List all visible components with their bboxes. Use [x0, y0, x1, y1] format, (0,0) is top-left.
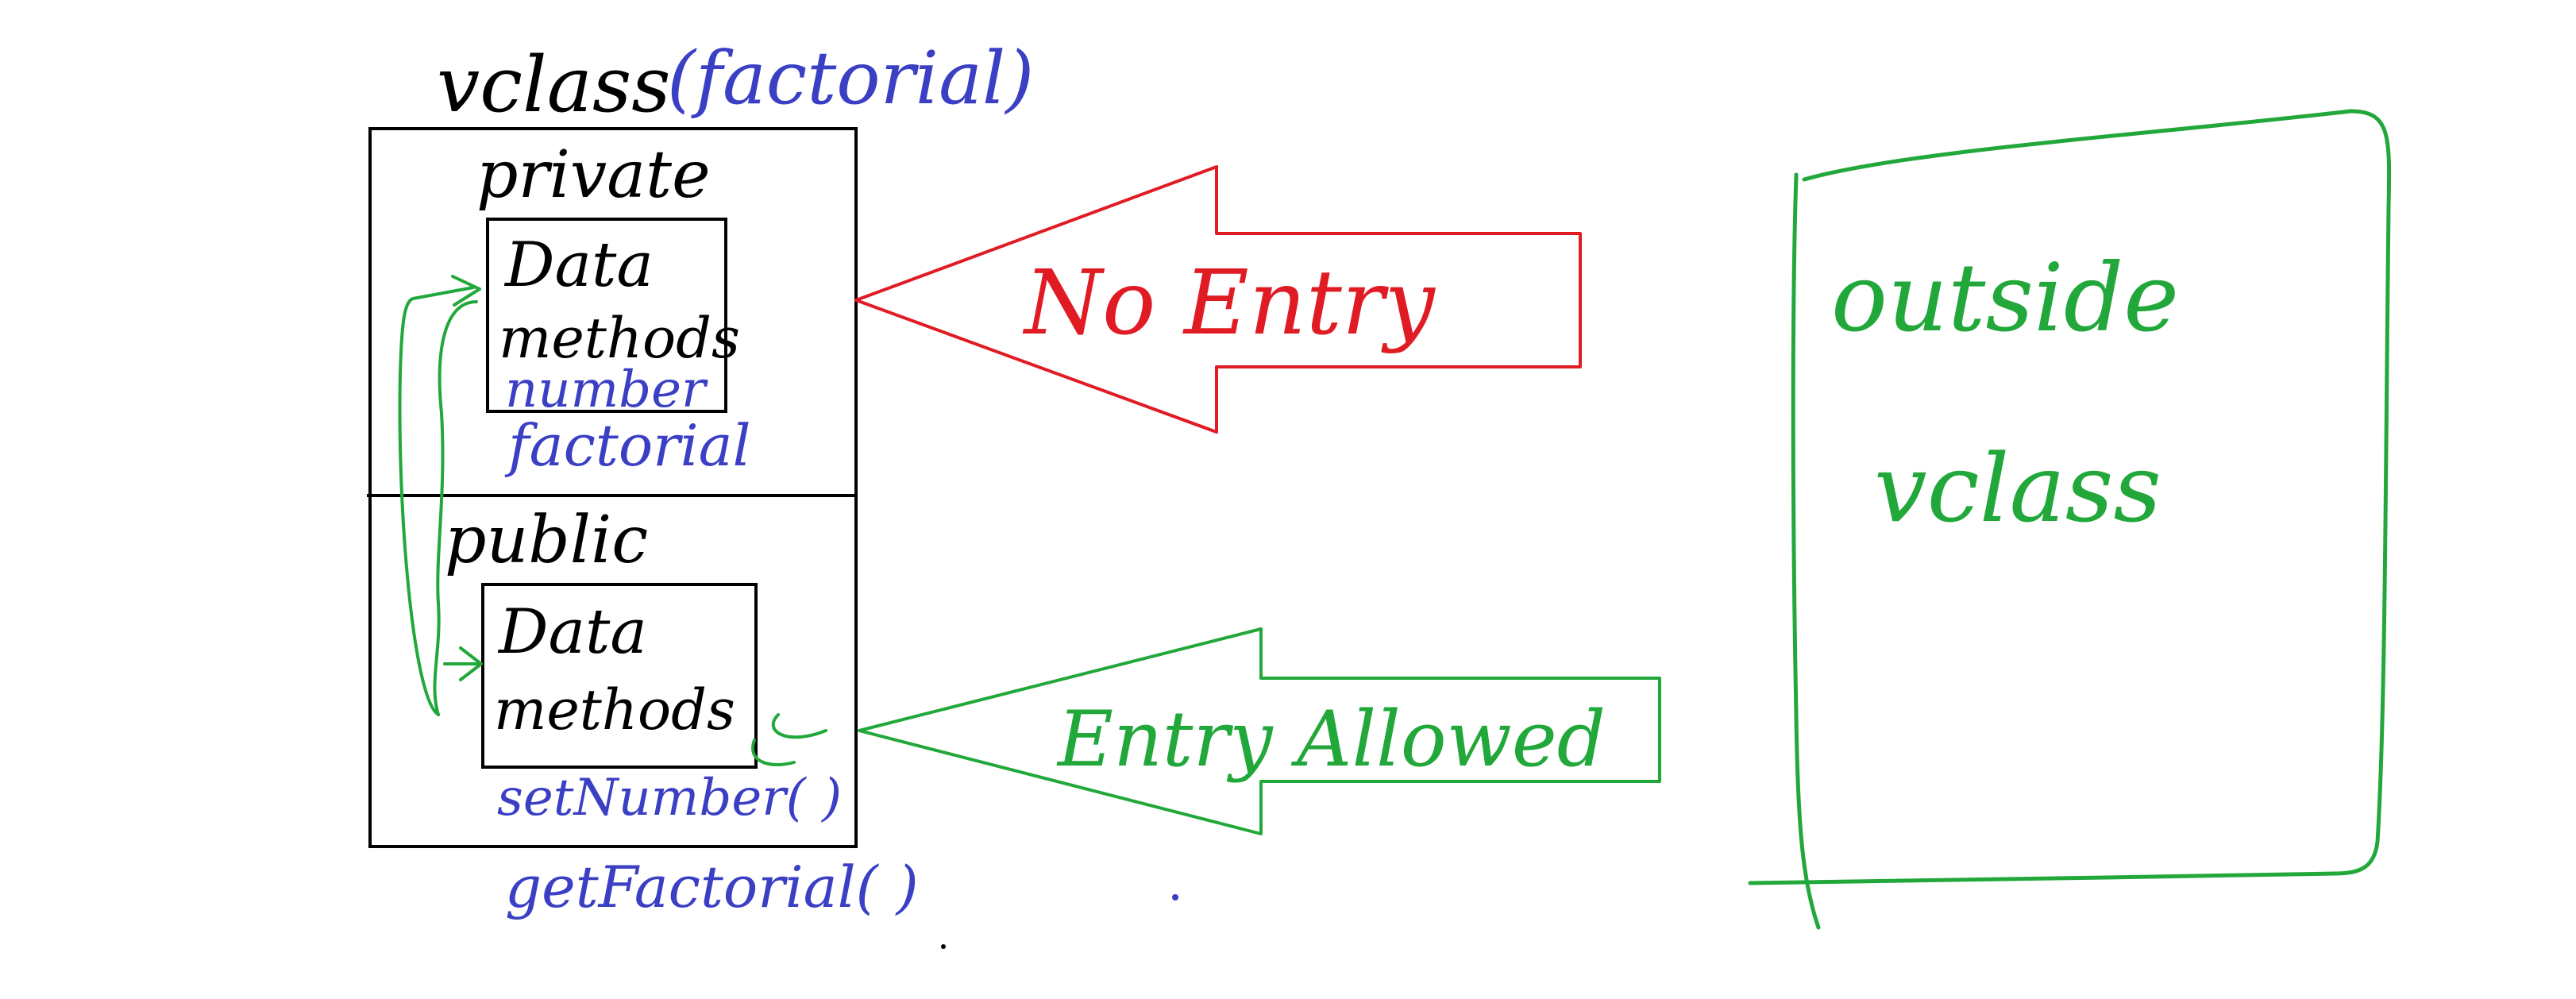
no-entry-label: No Entry	[1022, 252, 1436, 355]
private-members-box	[486, 218, 727, 413]
outside-label-line1: outside	[1831, 243, 2179, 353]
private-member-number: number	[505, 361, 708, 419]
public-data-text: Data	[497, 596, 647, 668]
stray-ink-dot	[941, 944, 946, 949]
class-title: vclass	[437, 40, 670, 129]
loop-connector	[398, 286, 475, 716]
internal-access-arrows	[398, 275, 827, 766]
private-data-text: Data	[503, 230, 654, 301]
entry-hook-stroke	[751, 713, 827, 766]
outside-box-left-edge	[1791, 172, 1821, 930]
entry-allowed-arrow: Entry Allowed	[858, 627, 1661, 835]
public-members-box	[481, 583, 758, 769]
public-to-private-connector	[433, 300, 478, 716]
private-label: private	[476, 137, 711, 213]
entry-allowed-arrow-shape	[858, 627, 1661, 835]
no-entry-arrow-shape	[854, 165, 1582, 434]
entry-allowed-label: Entry Allowed	[1056, 695, 1606, 784]
class-outline	[368, 127, 858, 848]
outside-class-box: outside vclass	[1748, 109, 2392, 930]
private-member-factorial: factorial	[504, 412, 751, 479]
class-title-note: (factorial)	[667, 36, 1034, 121]
public-methods-text: methods	[494, 677, 735, 742]
private-methods-text: methods	[499, 306, 740, 371]
arrowhead-to-private-box	[451, 275, 481, 307]
stray-ink-dot	[1172, 894, 1178, 901]
class-box: vclass (factorial) private Data methods …	[367, 36, 1034, 920]
outside-box-outline	[1748, 109, 2392, 885]
arrowhead-to-public-box	[443, 646, 483, 681]
public-member-setnumber: setNumber( )	[497, 769, 842, 827]
no-entry-arrow: No Entry	[854, 165, 1582, 434]
outside-label-line2: vclass	[1874, 434, 2161, 543]
public-label: public	[445, 503, 648, 578]
public-member-getfactorial: getFactorial( )	[505, 854, 919, 920]
